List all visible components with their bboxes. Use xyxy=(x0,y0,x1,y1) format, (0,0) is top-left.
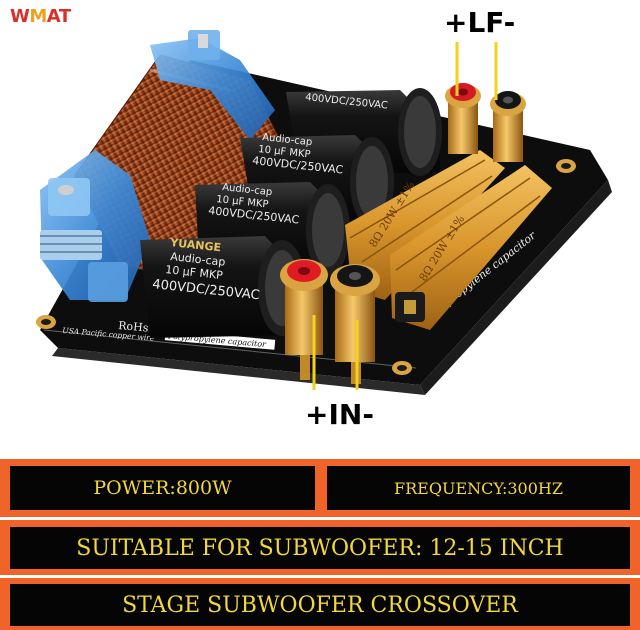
input-label: +IN- xyxy=(305,398,374,431)
small-component xyxy=(395,292,425,322)
capacitor-3-line2: 10 µF MKP xyxy=(216,194,269,210)
brand-logo: WMAT xyxy=(10,6,71,27)
frequency-spec: FREQUENCY:300HZ xyxy=(327,466,630,510)
lf-output-label: +LF- xyxy=(444,6,516,39)
in-positive-terminal xyxy=(280,259,328,380)
capacitor-4-line2: 10 µF MKP xyxy=(165,263,224,282)
capacitor-4-line1: Audio-cap xyxy=(170,250,226,269)
suitable-spec: SUITABLE FOR SUBWOOFER: 12-15 INCH xyxy=(10,527,630,569)
capacitor-4: YUANGE Audio-cap 10 µF MKP 400VDC/250VAC xyxy=(140,236,306,338)
capacitor-2-line2: 10 µF MKP xyxy=(258,144,311,160)
lf-positive-terminal xyxy=(445,83,481,154)
capacitor-2-brand: Audio-cap xyxy=(262,132,313,148)
capacitor-3-brand: Audio-cap xyxy=(222,182,273,198)
power-spec: POWER:800W xyxy=(10,466,315,510)
lf-negative-terminal xyxy=(490,91,526,162)
resistor-2: 8Ω 20W ±1% xyxy=(390,165,552,330)
board-text-rohs: RoHs xyxy=(118,319,150,335)
capacitor-4-brand: YUANGE xyxy=(169,236,222,254)
product-title: STAGE SUBWOOFER CROSSOVER xyxy=(10,584,630,626)
product-photo: Polypropylene capacitor RoHs USA Pacific… xyxy=(36,30,612,395)
